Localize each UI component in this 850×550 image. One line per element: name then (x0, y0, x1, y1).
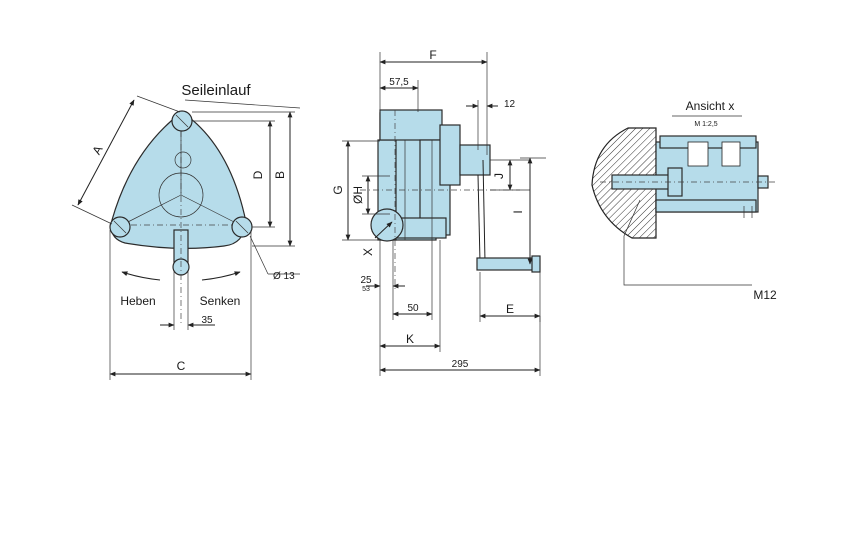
detail-scale: M 1:2,5 (694, 121, 717, 128)
dim-25-label: 25 (360, 275, 372, 286)
dim-h-label: ØH (351, 186, 365, 204)
dim-j-label: J (492, 173, 506, 179)
detail-title: Ansicht x (686, 99, 735, 113)
shaft-hub (459, 144, 491, 176)
bolt-size-label: M12 (753, 288, 777, 302)
dim-12-label: 12 (504, 99, 516, 110)
winch-top-housing (379, 109, 443, 141)
dim-e-label: E (506, 302, 514, 316)
dim-50-label: 50 (407, 303, 419, 314)
cover-plate (439, 124, 461, 186)
detail-bottom-plate (655, 199, 757, 213)
front-view: Seileinlauf A D B Ø 13 Heben Senken 35 (71, 82, 301, 380)
detail-view-x: Ansicht x M 1:2,5 M12 (591, 99, 777, 302)
drum-hub (174, 151, 192, 169)
dim-g-label: G (331, 185, 345, 194)
dim-a-label: A (89, 143, 105, 157)
heben-label: Heben (120, 294, 155, 308)
dim-k-label: K (406, 332, 414, 346)
hole-diameter-label: Ø 13 (273, 271, 295, 282)
rope-inlet-title: Seileinlauf (181, 82, 251, 99)
dim-c-label: C (177, 359, 186, 373)
side-view: F 57,5 12 G ØH X J I (331, 48, 546, 376)
winch-side-plate (110, 111, 247, 249)
view-x-marker: X (361, 248, 375, 256)
dim-25-sub-label: 53 (362, 286, 370, 293)
dim-57-5-label: 57,5 (389, 77, 409, 88)
dim-b-label: B (273, 171, 287, 179)
dim-295-label: 295 (452, 359, 469, 370)
dim-i-label: I (511, 210, 525, 213)
dim-d-label: D (251, 170, 265, 179)
senken-label: Senken (200, 294, 241, 308)
dim-35-label: 35 (201, 315, 213, 326)
dim-f-label: F (429, 48, 436, 62)
